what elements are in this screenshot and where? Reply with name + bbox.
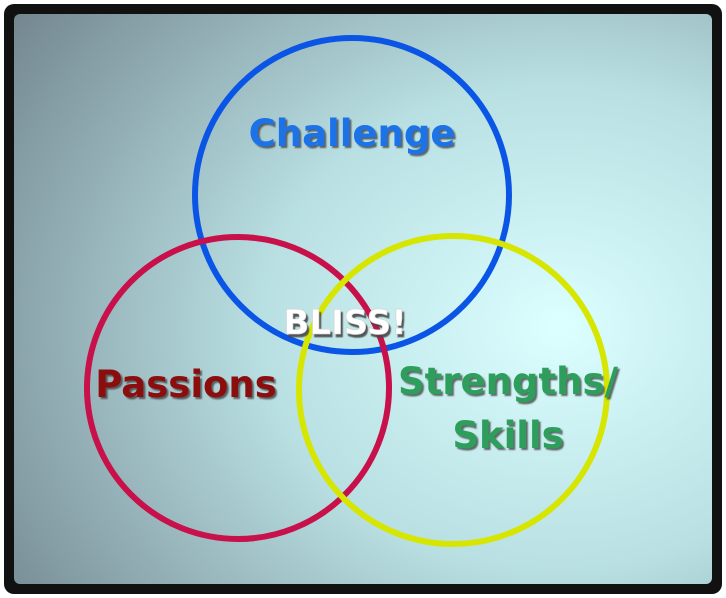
strengths-label-line1: Strengths/	[398, 360, 619, 403]
bliss-center-label: BLISS!	[283, 303, 406, 343]
passions-label: Passions	[95, 363, 277, 406]
strengths-label-line2: Skills	[452, 414, 563, 457]
strengths-circle	[296, 233, 610, 547]
passions-circle	[84, 234, 392, 542]
challenge-circle	[192, 35, 512, 355]
challenge-label: Challenge	[249, 112, 456, 155]
